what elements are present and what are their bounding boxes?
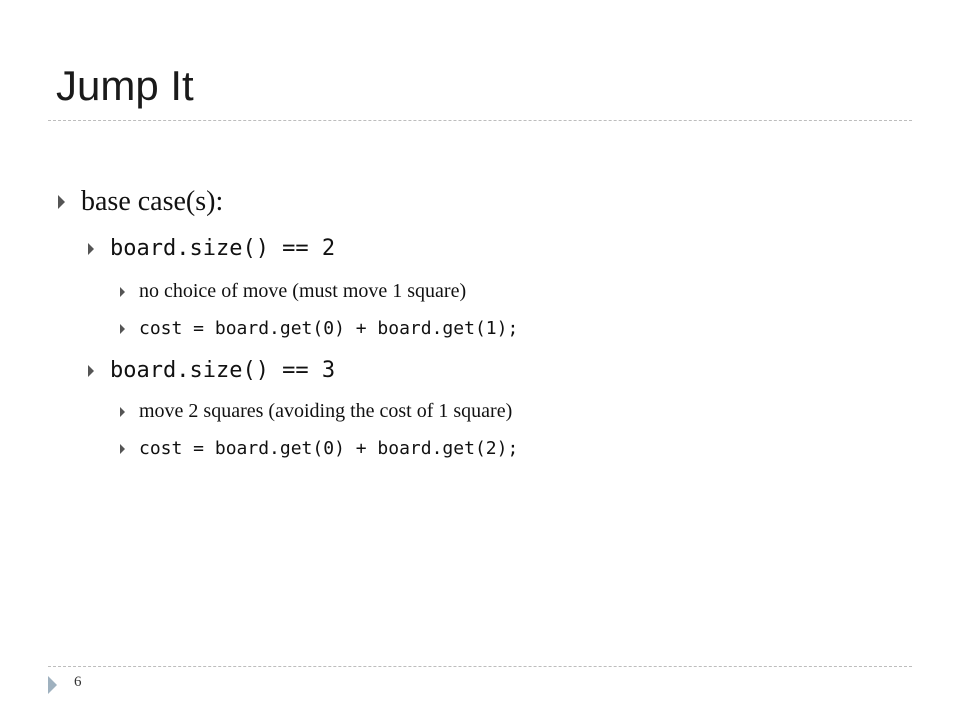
footer-triangle-icon [48, 676, 57, 694]
bullet-triangle-icon [120, 323, 125, 334]
bullet-size-3-note: move 2 squares (avoiding the cost of 1 s… [120, 400, 512, 423]
slide-title: Jump It [56, 62, 194, 109]
bullet-size-2-note: no choice of move (must move 1 square) [120, 280, 466, 303]
bullet-triangle-icon [88, 364, 94, 377]
bullet-triangle-icon [120, 286, 125, 297]
bullet-size-2-cost: cost = board.get(0) + board.get(1); [120, 318, 518, 339]
bullet-code: board.size() == 2 [110, 236, 336, 261]
bullet-code: cost = board.get(0) + board.get(2); [139, 438, 519, 459]
bullet-size-3-cost: cost = board.get(0) + board.get(2); [120, 438, 518, 459]
bullet-text: no choice of move (must move 1 square) [139, 280, 467, 302]
title-divider [48, 120, 912, 121]
bullet-triangle-icon [120, 406, 125, 417]
bullet-text: base case(s): [81, 186, 224, 217]
bullet-base-case: base case(s): [58, 186, 223, 218]
bullet-triangle-icon [88, 242, 94, 255]
bullet-triangle-icon [120, 443, 125, 454]
bullet-size-2: board.size() == 2 [88, 236, 335, 261]
bullet-triangle-icon [58, 195, 65, 209]
bullet-text: move 2 squares (avoiding the cost of 1 s… [139, 400, 513, 422]
bullet-code: board.size() == 3 [110, 358, 336, 383]
page-number: 6 [74, 674, 82, 690]
footer-divider [48, 666, 912, 667]
bullet-size-3: board.size() == 3 [88, 358, 335, 383]
bullet-code: cost = board.get(0) + board.get(1); [139, 318, 519, 339]
